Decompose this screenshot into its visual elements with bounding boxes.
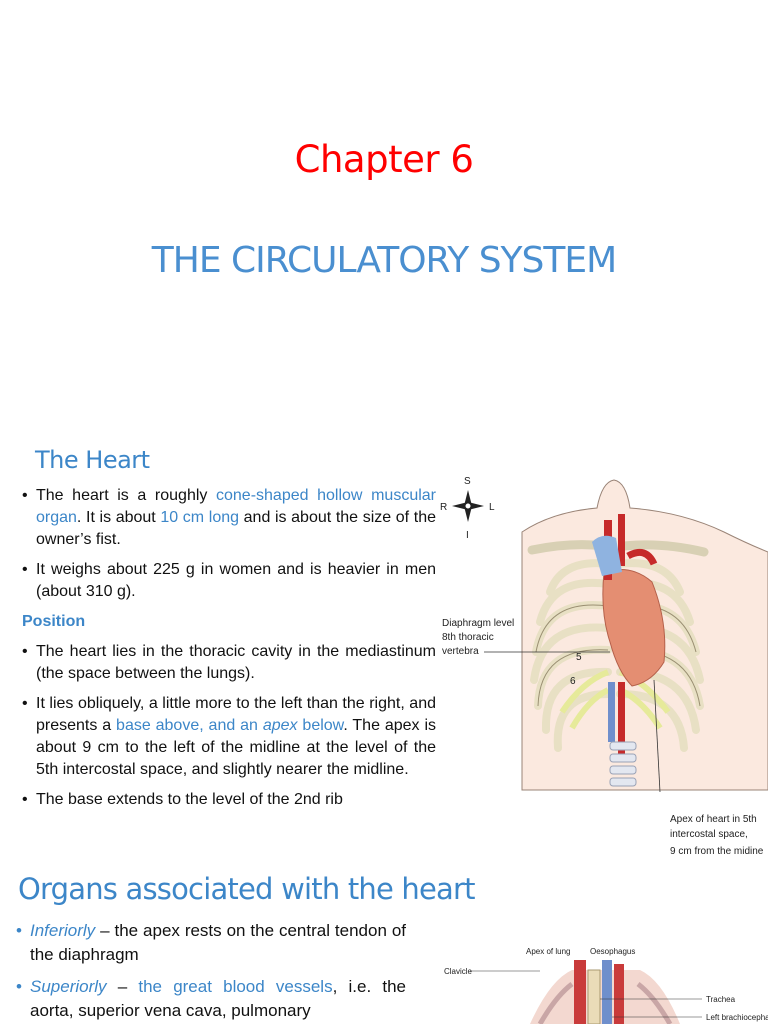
italic-term: Superiorly bbox=[30, 977, 107, 996]
rib-number-5: 5 bbox=[576, 652, 582, 663]
text: It lies obliquely, a little more to the … bbox=[36, 695, 436, 734]
vessel bbox=[614, 964, 624, 1024]
label-diaphragm-1: Diaphragm level bbox=[442, 618, 514, 629]
section-heading-organs: Organs associated with the heart bbox=[18, 872, 476, 906]
bullet-orientation: It lies obliquely, a little more to the … bbox=[22, 693, 436, 781]
label-trachea: Trachea bbox=[706, 995, 736, 1004]
heart-bullets: The heart is a roughly cone-shaped hollo… bbox=[22, 485, 436, 811]
label-brachiocephalic: Left brachiocephalic vein bbox=[706, 1013, 768, 1022]
rib-curve bbox=[636, 982, 673, 1024]
text: and is about the size of the owner’s fis… bbox=[36, 509, 436, 548]
vein-vessel bbox=[592, 535, 622, 576]
label-diaphragm-2: 8th thoracic bbox=[442, 632, 494, 643]
bullet-base: The base extends to the level of the 2nd… bbox=[22, 789, 436, 811]
italic-term: Inferiorly bbox=[30, 921, 96, 940]
clavicle-right bbox=[619, 540, 709, 557]
inferior-vena-cava bbox=[608, 682, 615, 742]
position-subheading: Position bbox=[22, 613, 86, 630]
compass-i: I bbox=[466, 530, 469, 541]
label-apex-3: 9 cm from the midine bbox=[670, 846, 764, 857]
text: , i.e. the aorta, superior vena cava, pu… bbox=[30, 977, 406, 1020]
bullet-weight: It weighs about 225 g in women and is he… bbox=[22, 559, 436, 603]
label-oesophagus: Oesophagus bbox=[590, 947, 635, 956]
highlight-text: the great blood vessels bbox=[138, 977, 333, 996]
compass-l: L bbox=[489, 502, 495, 513]
text: – the apex rests on the central tendon o… bbox=[30, 921, 406, 964]
rib-curve bbox=[537, 982, 574, 1024]
bullet-shape: The heart is a roughly cone-shaped hollo… bbox=[22, 485, 436, 551]
highlight-text: 10 cm long bbox=[160, 509, 240, 526]
rib-number-6: 6 bbox=[570, 676, 576, 687]
highlight-text: base above, and an bbox=[116, 717, 263, 734]
label-apex-2: intercostal space, bbox=[670, 829, 748, 840]
chapter-heading: Chapter 6 bbox=[294, 138, 474, 181]
artery-vessel bbox=[618, 514, 625, 566]
bullet-inferiorly: Inferiorly – the apex rests on the centr… bbox=[16, 919, 406, 967]
vessel bbox=[602, 960, 612, 1024]
text: . The apex is about 9 cm to the left of … bbox=[36, 717, 437, 778]
compass-r: R bbox=[440, 502, 447, 513]
label-clavicle: Clavicle bbox=[444, 967, 473, 976]
text: The heart is a roughly bbox=[36, 487, 216, 504]
label-apex-1: Apex of heart in 5th bbox=[670, 814, 757, 825]
label-diaphragm-3: vertebra bbox=[442, 646, 479, 657]
label-apex-lung: Apex of lung bbox=[526, 947, 570, 956]
thorax-organs-figure: Apex of lung Oesophagus Clavicle Trachea… bbox=[444, 947, 768, 1024]
vertebral-column bbox=[609, 741, 637, 787]
highlight-text: cone-shaped hollow muscular organ bbox=[36, 487, 436, 526]
leader-line bbox=[653, 679, 661, 793]
heart-shape bbox=[602, 569, 666, 687]
trachea-shape bbox=[587, 969, 601, 1024]
descending-aorta bbox=[618, 682, 625, 762]
organ-bullets: Inferiorly – the apex rests on the centr… bbox=[16, 919, 406, 1023]
vessel bbox=[574, 960, 586, 1024]
bullet-superiorly: Superiorly – the great blood vessels, i.… bbox=[16, 975, 406, 1023]
aortic-arch bbox=[626, 548, 658, 566]
highlight-text: apex bbox=[262, 717, 298, 734]
text: – bbox=[106, 977, 139, 996]
section-heading-heart: The Heart bbox=[35, 446, 150, 474]
thorax-heart-figure: S R L I Diaphragm level 8th thora bbox=[440, 476, 768, 857]
page-title: THE CIRCULATORY SYSTEM bbox=[151, 240, 617, 281]
highlight-text: below bbox=[297, 717, 344, 734]
compass-s: S bbox=[464, 476, 471, 487]
bullet-location: The heart lies in the thoracic cavity in… bbox=[22, 641, 436, 685]
compass-icon bbox=[452, 490, 484, 522]
text: . It is about bbox=[76, 509, 161, 526]
